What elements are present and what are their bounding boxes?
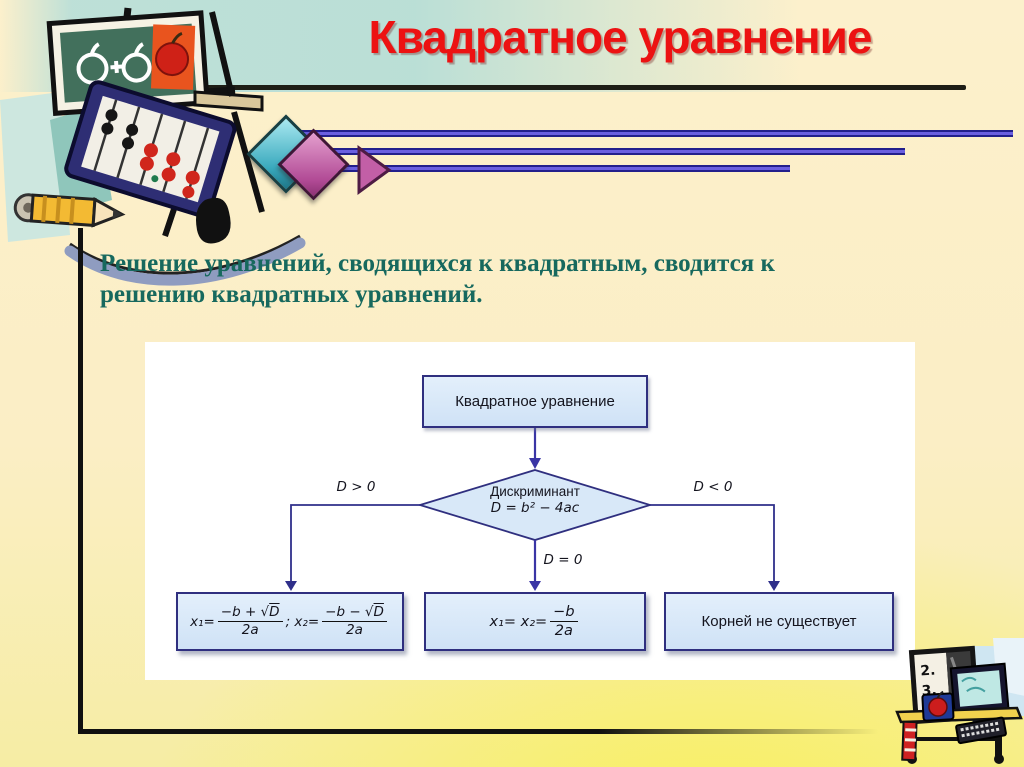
branch-label-positive: D > 0 [336, 479, 376, 495]
branch-label-negative: D < 0 [693, 479, 733, 495]
decor-line-top [300, 130, 1013, 137]
frame-left-line [78, 228, 83, 733]
intro-line-2: решению квадратных уравнений. [100, 281, 483, 308]
pencil [13, 193, 126, 228]
branch-label-zero: D = 0 [543, 552, 583, 568]
flowchart-panel: Квадратное уравнение Дискриминант D = b²… [145, 342, 915, 680]
discriminant-formula: D = b² − 4ac [490, 500, 580, 516]
pink-triangle-decoration [357, 145, 392, 195]
result-box-no-roots: Корней не существует [664, 592, 894, 651]
apple-bag [921, 690, 955, 722]
start-box: Квадратное уравнение [422, 375, 648, 428]
svg-text:2.: 2. [920, 663, 936, 680]
flowchart-connectors [285, 428, 780, 591]
intro-line-1: Решение уравнений, сводящихся к квадратн… [100, 250, 775, 277]
decor-line-middle [308, 148, 905, 155]
chalkboard-abacus-pencil-icon [0, 7, 306, 286]
intro-text: Решение уравнений, сводящихся к квадратн… [100, 248, 900, 310]
books-stack [901, 720, 918, 762]
frame-bottom-line [78, 729, 878, 734]
title-underline [78, 85, 966, 90]
computer-desk-icon: 2. 3. [895, 638, 1024, 764]
page-title: Квадратное уравнение [368, 11, 873, 63]
red-apple-card [151, 24, 196, 90]
decor-line-bottom [322, 165, 790, 172]
keyboard [955, 716, 1007, 745]
decision-label: Дискриминант D = b² − 4ac [422, 483, 648, 517]
abacus [64, 80, 237, 218]
